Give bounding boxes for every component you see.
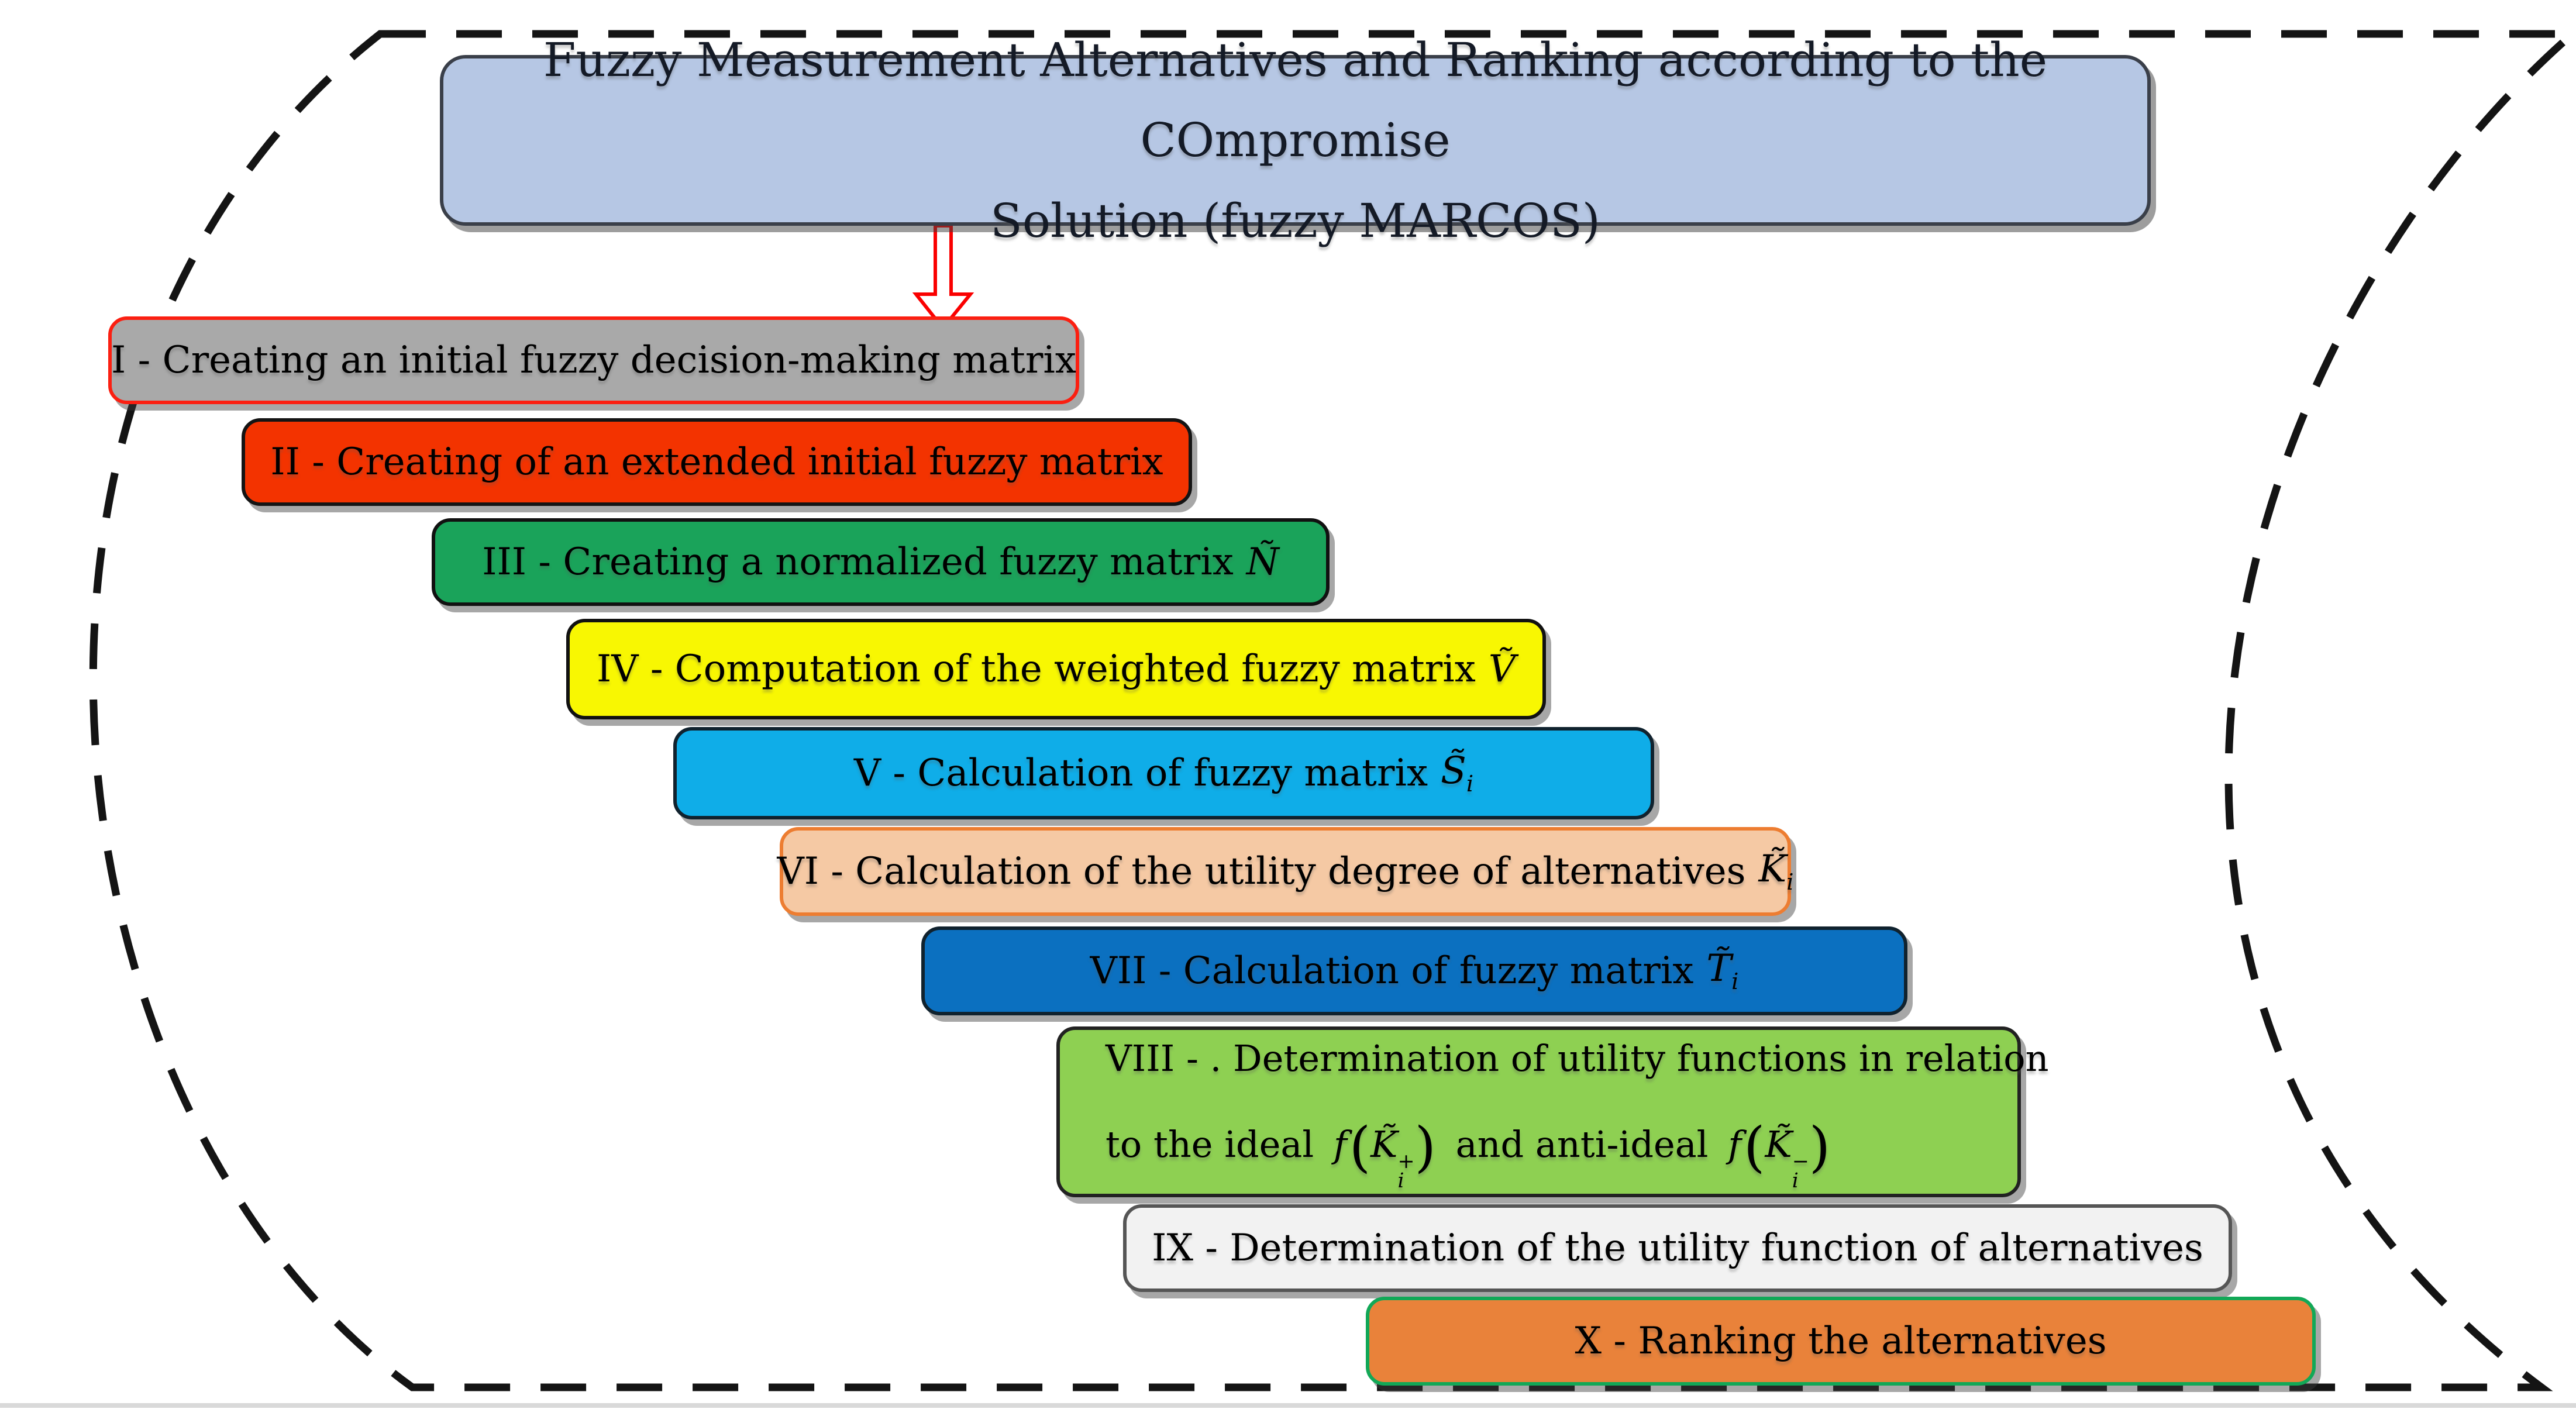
step-vii-label: VII - Calculation of fuzzy matrix xyxy=(1090,949,1694,993)
step-iv-formula: Ṽ xyxy=(1488,647,1516,691)
title-box: Fuzzy Measurement Alternatives and Ranki… xyxy=(440,33,2151,248)
step-v-formula: S̃i xyxy=(1441,749,1474,797)
step-vi-formula: K̃i xyxy=(1758,847,1794,895)
step-box-i: I - Creating an initial fuzzy decision-m… xyxy=(108,316,1079,404)
step-box-v: V - Calculation of fuzzy matrix S̃i xyxy=(673,727,1654,819)
step-i-label: I - Creating an initial fuzzy decision-m… xyxy=(111,339,1076,382)
step-vii-formula: T̃i xyxy=(1706,947,1739,995)
step-x-label: X - Ranking the alternatives xyxy=(1575,1319,2107,1363)
step-box-viii: VIII - . Determination of utility functi… xyxy=(1056,1026,2049,1197)
step-ii-label: II - Creating of an extended initial fuz… xyxy=(270,440,1163,484)
step-viii-line-1: VIII - . Determination of utility functi… xyxy=(1106,1036,2049,1080)
step-box-iii: III - Creating a normalized fuzzy matrix… xyxy=(432,518,1330,606)
step-viii-line-2: to the ideal f(K̃+i) and anti-ideal f(K̃… xyxy=(1106,1115,1831,1193)
step-iii-formula: Ñ xyxy=(1246,540,1279,584)
bottom-rule xyxy=(0,1403,2576,1408)
step-box-ii: II - Creating of an extended initial fuz… xyxy=(242,418,1192,506)
step-ix-label: IX - Determination of the utility functi… xyxy=(1152,1226,2203,1270)
step-box-x: X - Ranking the alternatives xyxy=(1366,1297,2316,1386)
step-vi-label: VI - Calculation of the utility degree o… xyxy=(777,850,1746,893)
anti-ideal-utility-formula: f(K̃−i) xyxy=(1728,1115,1831,1193)
step-iii-label: III - Creating a normalized fuzzy matrix xyxy=(482,540,1234,584)
step-v-label: V - Calculation of fuzzy matrix xyxy=(853,752,1428,795)
step-box-ix: IX - Determination of the utility functi… xyxy=(1123,1204,2232,1292)
step-box-vii: VII - Calculation of fuzzy matrix T̃i xyxy=(921,926,1907,1015)
process-boundary-outline xyxy=(89,30,2576,1391)
step-box-iv: IV - Computation of the weighted fuzzy m… xyxy=(566,619,1546,719)
title-line-1: Fuzzy Measurement Alternatives and Ranki… xyxy=(543,32,2048,168)
step-iv-label: IV - Computation of the weighted fuzzy m… xyxy=(596,647,1476,691)
ideal-utility-formula: f(K̃+i) xyxy=(1333,1115,1436,1193)
title-line-2: Solution (fuzzy MARCOS) xyxy=(990,193,1600,248)
step-box-vi: VI - Calculation of the utility degree o… xyxy=(777,827,1794,916)
flow-arrow-icon xyxy=(912,224,974,331)
